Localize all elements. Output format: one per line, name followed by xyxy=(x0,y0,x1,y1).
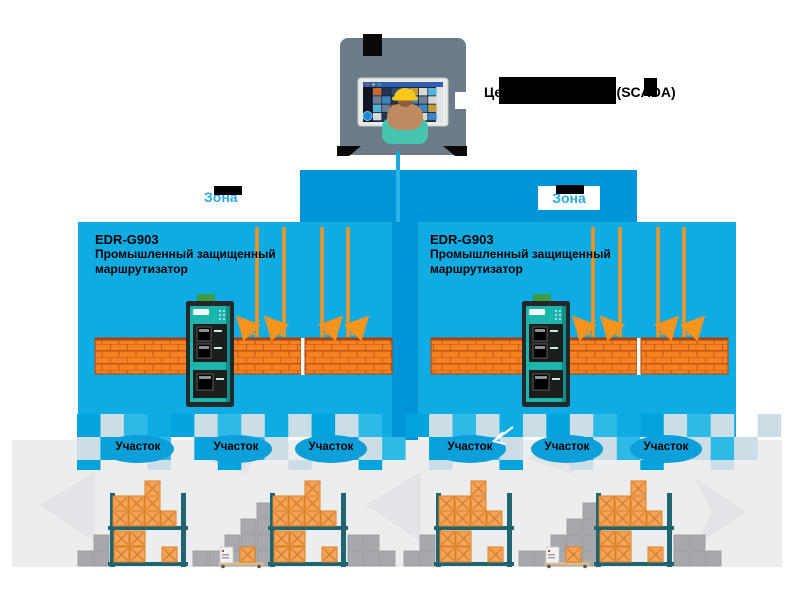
section-label: Участок xyxy=(643,441,689,453)
router-caption-right: EDR-G903 Промышленный защищенный маршрут… xyxy=(430,232,611,277)
router-illustration-right xyxy=(521,293,571,408)
firewall-walls xyxy=(94,337,729,375)
redaction-box xyxy=(644,78,657,96)
section-label: Участок xyxy=(447,441,493,453)
router-illustration xyxy=(186,294,234,407)
zone-label-right: Зона xyxy=(552,190,586,206)
redaction-box xyxy=(556,185,584,194)
attack-arrows xyxy=(235,227,706,342)
router-caption-left: EDR-G903 Промышленный защищенный маршрут… xyxy=(95,232,276,277)
hard-hat-icon xyxy=(394,88,416,98)
router-description-line1: Промышленный защищенный xyxy=(95,247,276,261)
section-label: Участок xyxy=(213,441,259,453)
redaction-box xyxy=(214,186,242,195)
trunk-link-through-bar xyxy=(396,170,400,222)
section-label: Участок xyxy=(308,441,354,453)
router-description-line1: Промышленный защищенный xyxy=(430,247,611,261)
zone-divider-strip xyxy=(392,222,418,452)
section-label: Участок xyxy=(115,441,161,453)
mosaic-arrow-outline xyxy=(491,426,514,446)
router-description-line2: маршрутизатор xyxy=(95,262,188,276)
router-description-line2: маршрутизатор xyxy=(430,262,523,276)
section-label-blobs xyxy=(102,435,702,463)
operator-illustration xyxy=(337,34,467,156)
router-model: EDR-G903 xyxy=(95,232,159,247)
trunk-link-top xyxy=(396,151,400,172)
redaction-box xyxy=(499,77,616,104)
router-model: EDR-G903 xyxy=(430,232,494,247)
section-label: Участок xyxy=(544,441,590,453)
